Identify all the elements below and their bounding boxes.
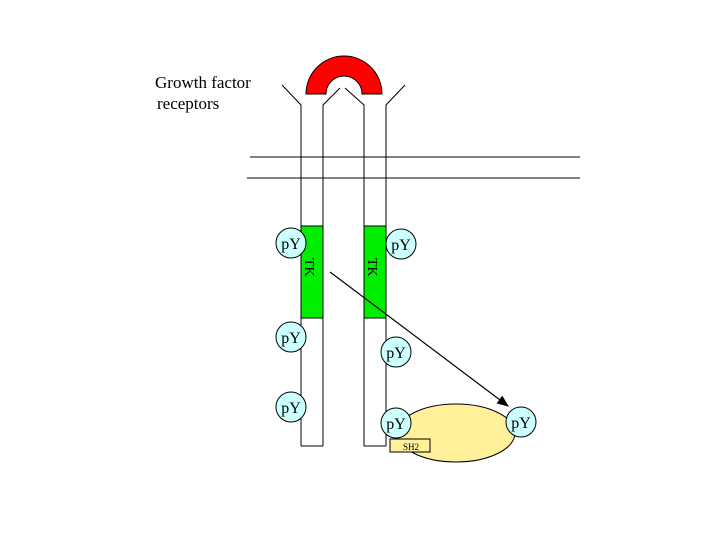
activation-arrow	[329, 271, 509, 407]
phosphotyrosine-left-top: pY	[275, 227, 307, 259]
phospho-label: pY	[281, 330, 301, 347]
sh2-domain	[389, 438, 431, 453]
phospho-label: pY	[281, 236, 301, 253]
phosphotyrosine-right-bottom: pY	[380, 407, 412, 439]
phospho-label: pY	[281, 400, 301, 417]
title-line-2: receptors	[157, 94, 219, 113]
phosphotyrosine-left-bottom: pY	[275, 391, 307, 423]
phospho-label: pY	[386, 416, 406, 433]
kinase-label-left: TK	[301, 258, 316, 277]
kinase-domain-left	[300, 225, 324, 319]
receptor-right	[344, 84, 406, 446]
kinase-label-right: TK	[364, 258, 379, 277]
phosphotyrosine-right-middle: pY	[380, 336, 412, 368]
kinase-domain-right	[363, 225, 387, 319]
phospho-label: pY	[391, 237, 411, 254]
growth-factor-ligand	[305, 55, 383, 95]
title-line-1: Growth factor	[155, 73, 251, 92]
phosphotyrosine-adaptor: pY	[505, 406, 537, 438]
adaptor-protein	[396, 403, 516, 463]
phospho-label: pY	[386, 345, 406, 362]
sh2-label: SH2	[403, 442, 419, 452]
phosphotyrosine-left-middle: pY	[275, 321, 307, 353]
phosphotyrosine-right-top: pY	[385, 228, 417, 260]
phospho-label: pY	[511, 415, 531, 432]
